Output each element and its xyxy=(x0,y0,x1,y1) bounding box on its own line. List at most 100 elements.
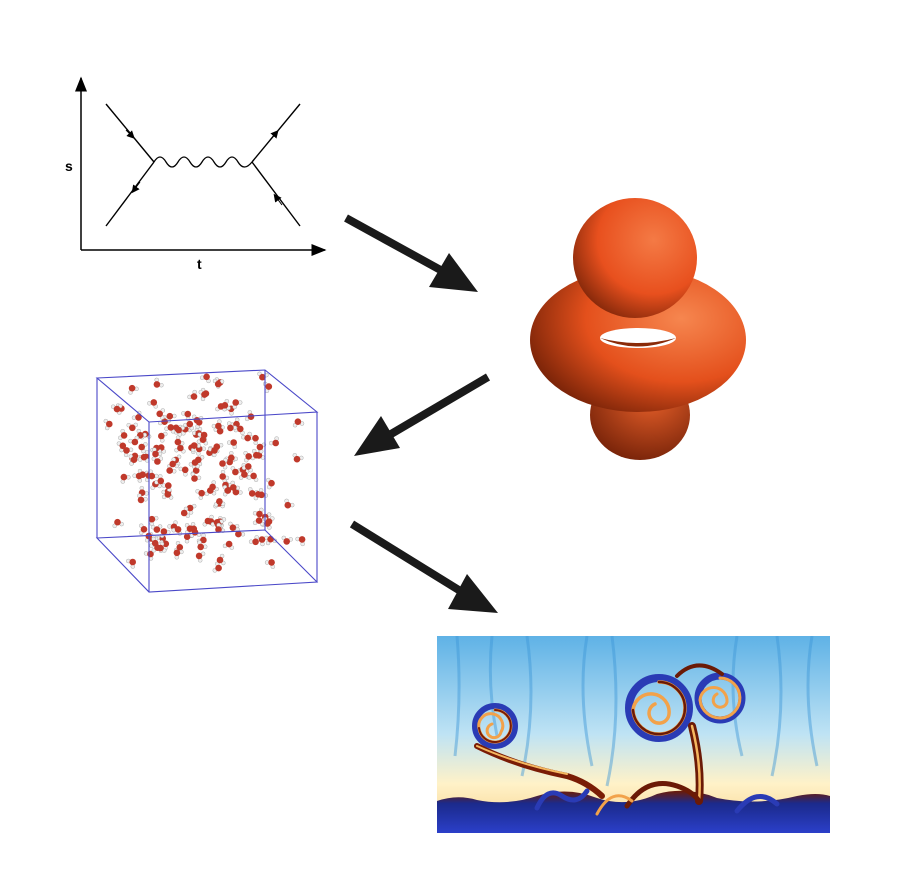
water-molecule xyxy=(186,503,197,515)
d-orbital-render xyxy=(530,198,746,460)
outgoing-fermion-bottom xyxy=(251,161,301,227)
water-molecule xyxy=(265,535,278,546)
fermion-arrow-3 xyxy=(269,129,279,141)
water-molecule xyxy=(173,549,184,560)
photon-propagator xyxy=(153,156,253,168)
torus-inner-shadow xyxy=(600,338,676,347)
bottom-dense-layer xyxy=(437,790,830,833)
water-molecule xyxy=(207,446,218,458)
water-molecule xyxy=(116,441,127,453)
water-molecule xyxy=(244,410,255,422)
fermion-arrow-1 xyxy=(125,129,135,139)
water-molecule-box xyxy=(95,369,319,593)
water-molecule xyxy=(219,457,228,470)
water-molecule xyxy=(139,523,148,536)
water-molecule xyxy=(212,378,225,388)
arrow-feynman-to-orbital xyxy=(344,214,478,292)
water-molecule xyxy=(195,551,206,563)
water-molecule xyxy=(228,451,238,462)
water-molecule xyxy=(174,435,185,446)
water-molecule xyxy=(178,466,189,477)
water-molecule xyxy=(252,507,264,518)
water-molecule xyxy=(226,439,238,450)
water-molecule xyxy=(199,373,211,384)
water-molecule xyxy=(213,498,226,507)
water-molecule xyxy=(281,535,293,545)
water-molecule xyxy=(111,403,123,413)
water-molecule xyxy=(190,442,201,453)
water-molecule xyxy=(248,434,259,445)
water-molecule xyxy=(153,377,164,388)
water-molecule xyxy=(161,482,172,493)
water-molecule xyxy=(138,453,150,463)
water-molecule xyxy=(120,473,131,484)
feynman-diagram: s t xyxy=(65,76,327,272)
water-molecule xyxy=(126,558,136,569)
water-molecule xyxy=(216,553,226,566)
water-molecule xyxy=(222,540,235,550)
water-molecule xyxy=(258,535,269,547)
simulation-box xyxy=(95,369,319,593)
water-molecule xyxy=(230,480,240,491)
water-molecule xyxy=(158,431,168,443)
water-molecule xyxy=(233,425,245,436)
fermion-arrow-4 xyxy=(273,193,283,206)
water-molecules xyxy=(103,371,306,573)
fermion-arrow-2 xyxy=(131,181,141,194)
vertical-streaks xyxy=(453,636,819,787)
water-molecule xyxy=(195,489,205,500)
water-molecule xyxy=(150,524,163,533)
left-vortex xyxy=(472,703,605,799)
water-molecule xyxy=(183,420,195,431)
incoming-fermion-top xyxy=(105,103,155,163)
water-molecule xyxy=(103,418,113,431)
water-molecule xyxy=(258,488,269,499)
water-molecule xyxy=(128,435,139,446)
water-molecule xyxy=(148,515,159,526)
water-molecule xyxy=(292,418,305,428)
water-molecule xyxy=(295,536,306,547)
water-molecule xyxy=(241,463,253,473)
water-molecule xyxy=(156,408,166,420)
water-molecule xyxy=(161,491,174,500)
water-molecule xyxy=(138,442,148,454)
water-molecule xyxy=(212,561,222,573)
water-molecule xyxy=(174,444,186,454)
plume-structures xyxy=(534,788,780,816)
water-molecule xyxy=(112,518,124,529)
water-molecule xyxy=(128,384,139,395)
water-molecule xyxy=(190,472,202,482)
water-molecule xyxy=(137,493,148,504)
water-molecule xyxy=(284,498,295,509)
water-molecule xyxy=(198,390,208,402)
water-molecule xyxy=(215,522,226,533)
water-molecule xyxy=(180,506,191,518)
water-molecule xyxy=(235,527,246,538)
water-molecule xyxy=(257,371,269,381)
water-molecule xyxy=(221,399,231,411)
water-molecule xyxy=(188,459,200,469)
water-molecule xyxy=(197,540,208,551)
water-molecule xyxy=(169,457,180,469)
water-molecule xyxy=(248,535,259,546)
arrow-orbital-to-water xyxy=(354,373,491,456)
water-molecule xyxy=(152,447,163,458)
right-vortex-pair xyxy=(624,663,746,809)
water-molecule xyxy=(264,559,276,569)
water-molecule xyxy=(164,424,176,434)
water-molecule xyxy=(126,422,138,432)
upper-lobe xyxy=(573,198,697,318)
water-molecule xyxy=(175,425,185,437)
water-molecule xyxy=(252,517,265,527)
water-molecule xyxy=(266,477,275,490)
water-molecule xyxy=(241,431,252,442)
water-molecule xyxy=(128,454,138,466)
water-molecule xyxy=(222,484,232,497)
water-molecule xyxy=(166,463,177,474)
water-molecule xyxy=(159,528,171,538)
water-molecule xyxy=(151,456,164,465)
water-molecule xyxy=(154,474,165,485)
water-molecule xyxy=(123,447,134,458)
water-molecule xyxy=(219,469,230,481)
water-molecule xyxy=(247,472,259,482)
